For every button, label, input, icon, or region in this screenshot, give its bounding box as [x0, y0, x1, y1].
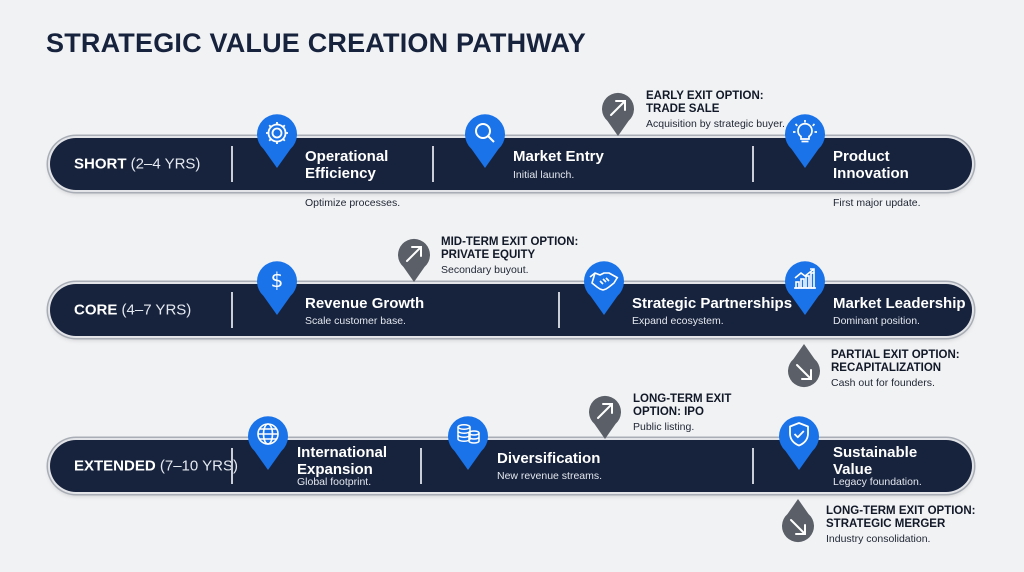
exit-recapitalization: PARTIAL EXIT OPTION: RECAPITALIZATION Ca…: [831, 349, 1011, 389]
track-separator: [432, 146, 434, 182]
pin-market-entry: [461, 110, 509, 170]
exit-pin-private-equity: [395, 236, 433, 283]
track-separator: [231, 448, 233, 484]
exit-recapitalization-title-2: RECAPITALIZATION: [831, 362, 942, 374]
pin-diversification: [444, 412, 492, 472]
dollar-icon: $: [271, 268, 284, 292]
milestone-international-expansion-desc: Global footprint.: [297, 476, 372, 488]
arrow-up-right-icon: [597, 403, 613, 419]
exit-ipo-title-2: OPTION: IPO: [633, 406, 704, 418]
exit-recapitalization-title-1: PARTIAL EXIT OPTION:: [831, 349, 960, 361]
milestone-strategic-partnerships-desc: Expand ecosystem.: [632, 315, 724, 327]
milestone-diversification-title: Diversification: [497, 450, 601, 467]
exit-recapitalization-desc: Cash out for founders.: [831, 377, 935, 389]
exit-private-equity: MID-TERM EXIT OPTION: PRIVATE EQUITY Sec…: [441, 236, 621, 276]
arrow-up-right-icon: [610, 100, 626, 116]
exit-pin-strategic-merger: [779, 498, 817, 545]
pin-sustainable-value: [775, 412, 823, 472]
arrow-down-right-icon: [790, 519, 806, 535]
exit-private-equity-title-1: MID-TERM EXIT OPTION:: [441, 236, 579, 248]
lightbulb-icon: [793, 120, 817, 143]
magnifier-icon: [475, 123, 495, 143]
arrow-up-right-icon: [406, 246, 422, 262]
exit-trade-sale-title-1: EARLY EXIT OPTION:: [646, 90, 764, 102]
exit-private-equity-title-2: PRIVATE EQUITY: [441, 249, 536, 261]
coins-icon: [457, 424, 480, 444]
exit-pin-trade-sale: [599, 90, 637, 137]
milestone-market-entry-desc: Initial launch.: [513, 169, 575, 181]
track-short-label: SHORT (2–4 YRS): [74, 156, 200, 173]
exit-strategic-merger-title-2: STRATEGIC MERGER: [826, 518, 946, 530]
track-extended-label: EXTENDED (7–10 YRS): [74, 458, 238, 475]
track-separator: [420, 448, 422, 484]
page-title: STRATEGIC VALUE CREATION PATHWAY: [46, 28, 586, 58]
exit-ipo-desc: Public listing.: [633, 421, 695, 433]
pin-market-leadership: [781, 257, 829, 317]
track-core-label: CORE (4–7 YRS): [74, 302, 191, 319]
milestone-product-innovation-title: Product Innovation: [833, 148, 909, 182]
track-core: CORE (4–7 YRS) Revenue Growth Scale cust…: [50, 284, 972, 336]
track-extended-label-bold: EXTENDED: [74, 457, 156, 475]
milestone-strategic-partnerships-title: Strategic Partnerships: [632, 295, 793, 312]
shield-check-icon: [789, 422, 809, 447]
exit-pin-ipo: [586, 393, 624, 440]
milestone-operational-efficiency-title: Operational Efficiency: [305, 148, 389, 182]
globe-icon: [257, 423, 279, 445]
pin-international-expansion: [244, 412, 292, 472]
track-extended-label-years: (7–10 YRS): [159, 457, 238, 475]
milestone-sustainable-value-title: Sustainable Value: [833, 444, 918, 478]
milestone-revenue-growth-desc: Scale customer base.: [305, 315, 406, 327]
exit-private-equity-desc: Secondary buyout.: [441, 264, 529, 276]
track-separator: [231, 146, 233, 182]
track-short: SHORT (2–4 YRS) Operational Efficiency M…: [50, 138, 972, 190]
track-core-label-bold: CORE: [74, 301, 118, 319]
track-separator: [752, 448, 754, 484]
exit-strategic-merger: LONG-TERM EXIT OPTION: STRATEGIC MERGER …: [826, 505, 1006, 545]
milestone-international-expansion-title: International Expansion: [297, 444, 388, 478]
milestone-operational-efficiency-desc: Optimize processes.: [305, 197, 401, 209]
exit-pin-recapitalization: [785, 343, 823, 390]
handshake-icon: [589, 272, 619, 291]
growth-chart-icon: [794, 268, 816, 289]
track-core-label-years: (4–7 YRS): [121, 301, 192, 319]
milestone-sustainable-value-desc: Legacy foundation.: [833, 476, 922, 488]
pin-revenue-growth: $: [253, 257, 301, 317]
pin-product-innovation: [781, 110, 829, 170]
pin-strategic-partnerships: [580, 257, 628, 317]
milestone-market-leadership-title: Market Leadership: [833, 295, 966, 312]
milestone-market-entry-title: Market Entry: [513, 148, 604, 165]
track-separator: [752, 146, 754, 182]
milestone-product-innovation-desc: First major update.: [833, 197, 921, 209]
pin-operational-efficiency: [253, 110, 301, 170]
exit-trade-sale-title-2: TRADE SALE: [646, 103, 720, 115]
exit-ipo-title-1: LONG-TERM EXIT: [633, 393, 732, 405]
exit-trade-sale: EARLY EXIT OPTION: TRADE SALE Acquisitio…: [646, 90, 826, 130]
track-separator: [231, 292, 233, 328]
gear-icon: [266, 122, 288, 144]
exit-trade-sale-desc: Acquisition by strategic buyer.: [646, 118, 785, 130]
track-short-label-bold: SHORT: [74, 155, 127, 173]
track-separator: [558, 292, 560, 328]
arrow-down-right-icon: [796, 364, 812, 380]
milestone-revenue-growth-title: Revenue Growth: [305, 295, 425, 312]
exit-strategic-merger-title-1: LONG-TERM EXIT OPTION:: [826, 505, 976, 517]
track-extended: EXTENDED (7–10 YRS) International Expans…: [50, 440, 972, 492]
exit-ipo: LONG-TERM EXIT OPTION: IPO Public listin…: [633, 393, 813, 433]
track-short-label-years: (2–4 YRS): [130, 155, 201, 173]
milestone-diversification-desc: New revenue streams.: [497, 470, 603, 482]
milestone-market-leadership-desc: Dominant position.: [833, 315, 920, 327]
exit-strategic-merger-desc: Industry consolidation.: [826, 533, 931, 545]
